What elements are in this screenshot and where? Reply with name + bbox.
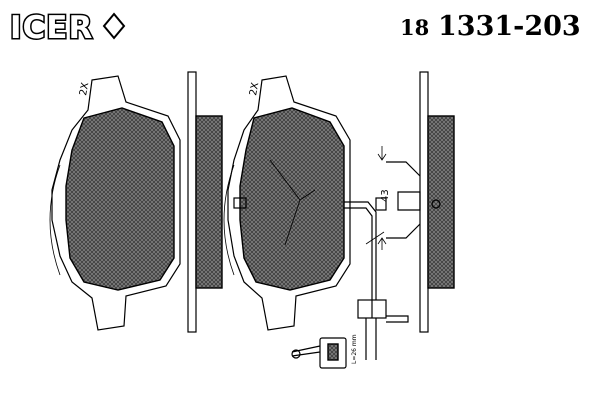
- connector-face: [327, 343, 339, 361]
- part-number: 1331-203: [438, 11, 581, 42]
- right-pad-side-view: [377, 71, 455, 333]
- right-side-plate: [419, 71, 429, 333]
- right-pad-front-view: 2X 43: [223, 75, 409, 360]
- dim-arrow-bottom: [377, 237, 387, 250]
- sensor-bracket: [386, 315, 409, 323]
- connector-stub: [291, 345, 321, 357]
- sensor-dimension-label: 43: [380, 189, 391, 202]
- right-backing-plate: [227, 75, 351, 331]
- left-pad-curve: [49, 164, 61, 276]
- wear-sensor-dim-tick: [365, 231, 385, 245]
- left-backing-plate: [51, 75, 181, 331]
- left-qty-label: 2X: [78, 81, 91, 96]
- left-side-plate: [187, 71, 197, 333]
- side-rivet-icon: [431, 199, 441, 209]
- sensor-length-label: L=26 mm: [351, 334, 358, 364]
- brand-logo-text: ICER: [10, 10, 93, 44]
- left-pad-front-view: 2X: [49, 75, 181, 331]
- dim-arrow-top: [377, 146, 387, 161]
- logo-ring-icon: [102, 12, 126, 40]
- connector-pin-icon: [291, 349, 301, 359]
- wear-sensor-clip: [375, 197, 387, 211]
- right-pad-tab: [233, 197, 247, 209]
- left-friction-material: [65, 107, 175, 291]
- brand-logo: ICER: [9, 9, 126, 44]
- left-pad-side-view: [187, 71, 223, 333]
- sensor-connector: L=26 mm: [291, 334, 358, 369]
- right-qty-label: 2X: [248, 81, 261, 96]
- wear-sensor-wire: [344, 201, 377, 300]
- clip-body: [397, 191, 421, 211]
- right-pad-groove: [269, 159, 316, 246]
- wear-sensor-wire-inner: [344, 207, 373, 300]
- clip-lower-arm: [386, 223, 421, 239]
- connector-body: [319, 337, 347, 369]
- right-friction-material: [239, 107, 345, 291]
- part-prefix: 18: [400, 15, 430, 40]
- right-pad-curve: [223, 164, 235, 276]
- clip-upper-arm: [386, 161, 421, 177]
- left-side-friction: [195, 115, 223, 289]
- sensor-lead: [365, 318, 377, 360]
